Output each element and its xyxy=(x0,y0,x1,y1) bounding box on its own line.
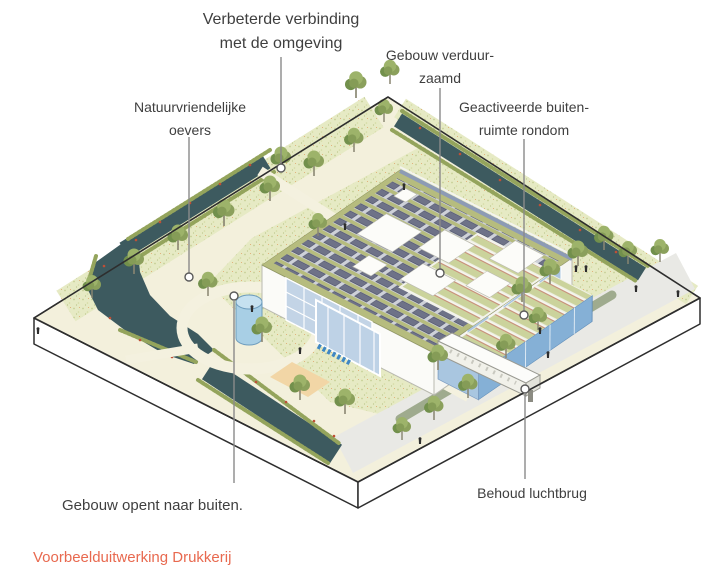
glass-atrium xyxy=(315,298,381,378)
annotation-building-opens: Gebouw opent naar buiten. xyxy=(62,497,243,514)
glass-entrance xyxy=(285,276,381,378)
leader-lines xyxy=(184,57,530,483)
leader-nature-friendly-banks xyxy=(184,137,194,282)
caption-voorbeelduitwerking: Voorbeelduitwerking Drukkerij xyxy=(33,549,232,566)
annotation-preserved-skybridge: Behoud luchtbrug xyxy=(477,485,587,501)
annotation-building-sustainable: Gebouw verduur- zaamd xyxy=(385,47,495,86)
leader-preserved-skybridge xyxy=(520,384,530,479)
roof-fascia xyxy=(399,166,573,256)
solar-roof xyxy=(261,169,573,354)
leader-building-sustainable xyxy=(435,88,445,278)
annotation-improved-connection: Verbeterde verbinding met de omgeving xyxy=(202,11,360,52)
leader-activated-outdoor-space xyxy=(519,139,529,320)
entrance-awning xyxy=(316,343,354,367)
annotation-activated-outdoor-space: Geactiveerde buiten- ruimte rondom xyxy=(459,99,589,138)
roof-fascia-band xyxy=(399,169,573,261)
annotation-nature-friendly-banks: Natuurvriendelijke oevers xyxy=(133,99,247,138)
leader-building-opens xyxy=(229,291,239,483)
leader-improved-connection xyxy=(276,57,286,173)
plot-outline xyxy=(33,96,701,483)
